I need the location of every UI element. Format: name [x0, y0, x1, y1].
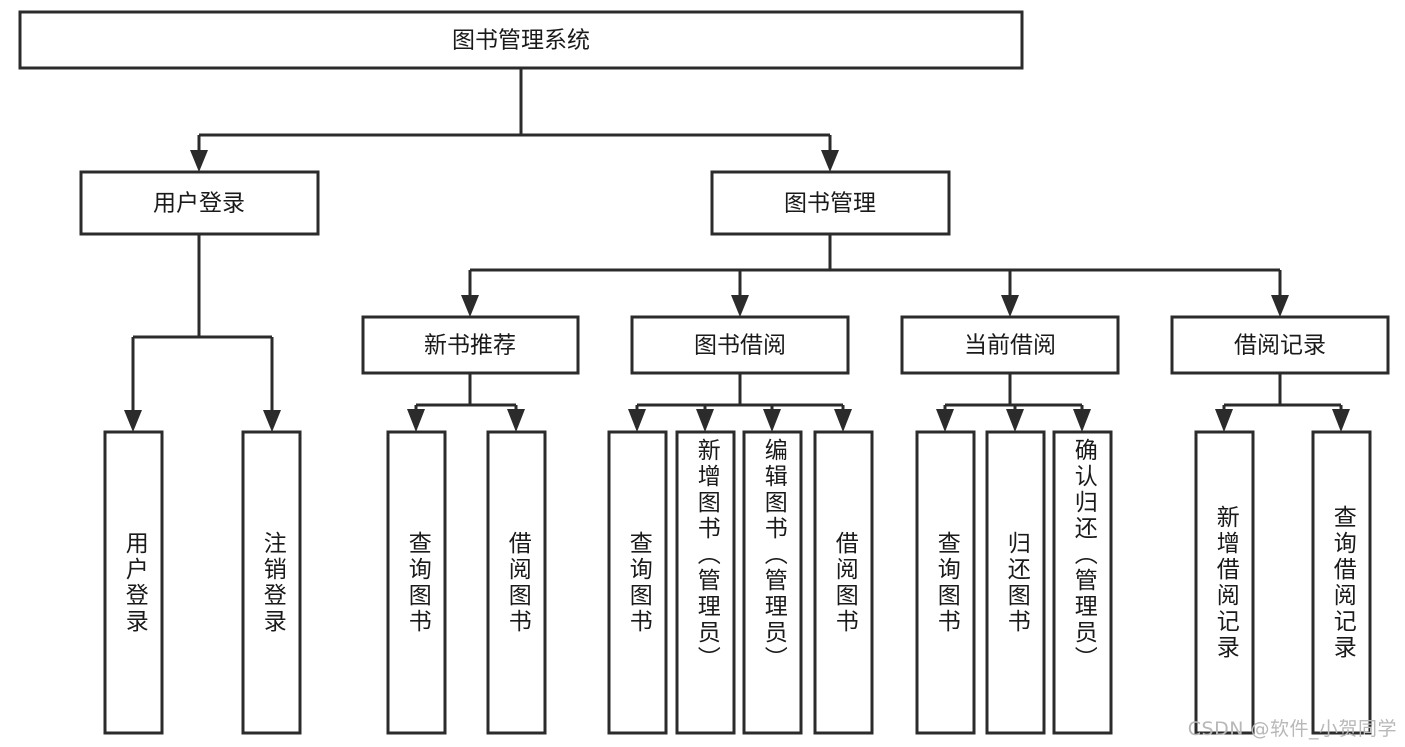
arrow-head-leaf-user-login-0 [124, 410, 142, 432]
arrow-head-leaf-new-book-1 [507, 409, 525, 432]
connector-root-to-level1 [190, 68, 839, 172]
csdn-watermark: CSDN @软件_小贺同学 [1187, 718, 1397, 740]
node-user-login-box[interactable] [79, 170, 320, 236]
leaf-box-user-login-1[interactable] [241, 430, 302, 735]
arrow-head-leaf-book-borrow-1 [696, 409, 714, 432]
leaf-box-current-borrow-1[interactable] [985, 430, 1046, 735]
leaf-box-new-book-recommend-0[interactable] [386, 430, 447, 735]
node-book-manage-box[interactable] [710, 170, 951, 236]
arrow-head-book-manage [821, 150, 839, 172]
arrow-head-user-login [190, 150, 208, 172]
arrow-head-leaf-new-book-0 [407, 409, 425, 432]
leaf-box-current-borrow-2[interactable] [1052, 430, 1113, 735]
node-current-borrow[interactable]: 当前借阅 [900, 315, 1120, 375]
leaf-box-book-borrow-1[interactable] [675, 430, 736, 735]
connector-current-borrow-to-leaves [936, 373, 1091, 432]
connector-book-manage-to-level2 [461, 234, 1289, 317]
arrow-head-leaf-current-borrow-0 [936, 409, 954, 432]
leaf-box-current-borrow-0[interactable] [915, 430, 976, 735]
arrow-head-leaf-user-login-1 [263, 410, 281, 432]
leaf-box-borrow-record-0[interactable] [1194, 430, 1255, 735]
node-new-book-recommend-label: 新书推荐 [424, 333, 516, 359]
node-borrow-record-label: 借阅记录 [1234, 333, 1326, 359]
arrow-head-leaf-current-borrow-2 [1073, 409, 1091, 432]
node-root-box[interactable] [18, 10, 1024, 70]
node-book-manage-label: 图书管理 [784, 191, 876, 217]
connector-new-book-recommend-to-leaves [407, 373, 525, 432]
leaf-box-book-borrow-0[interactable] [607, 430, 668, 735]
arrow-head-leaf-borrow-record-0 [1215, 409, 1233, 432]
connector-user-login-to-leaves [124, 234, 281, 432]
connector-borrow-record-to-leaves [1215, 373, 1350, 432]
node-book-borrow-label: 图书借阅 [694, 333, 786, 359]
arrow-head-leaf-book-borrow-2 [763, 409, 781, 432]
arrow-head-leaf-current-borrow-1 [1006, 409, 1024, 432]
node-root[interactable]: 图书管理系统 [18, 10, 1024, 70]
node-user-login-label: 用户登录 [153, 191, 245, 217]
node-current-borrow-label: 当前借阅 [964, 333, 1056, 359]
arrow-head-leaf-book-borrow-3 [834, 409, 852, 432]
arrow-head-leaf-book-borrow-0 [628, 409, 646, 432]
leaf-box-user-login-0[interactable] [103, 430, 164, 735]
leaf-box-new-book-recommend-1[interactable] [486, 430, 547, 735]
leaf-box-book-borrow-2[interactable] [742, 430, 803, 735]
arrow-head-new-book-recommend [461, 295, 479, 317]
node-current-borrow-box[interactable] [900, 315, 1120, 375]
node-borrow-record-box[interactable] [1170, 315, 1390, 375]
node-user-login[interactable]: 用户登录 [79, 170, 320, 236]
leaf-box-borrow-record-1[interactable] [1311, 430, 1372, 735]
arrow-head-book-borrow [731, 295, 749, 317]
arrow-head-leaf-borrow-record-1 [1332, 409, 1350, 432]
leaf-box-book-borrow-3[interactable] [813, 430, 874, 735]
node-book-borrow-box[interactable] [630, 315, 850, 375]
arrow-head-borrow-record [1271, 295, 1289, 317]
node-borrow-record[interactable]: 借阅记录 [1170, 315, 1390, 375]
node-root-label: 图书管理系统 [452, 28, 590, 54]
node-new-book-recommend-box[interactable] [361, 315, 580, 375]
connector-book-borrow-to-leaves [628, 373, 852, 432]
node-new-book-recommend[interactable]: 新书推荐 [361, 315, 580, 375]
node-book-borrow[interactable]: 图书借阅 [630, 315, 850, 375]
arrow-head-current-borrow [1001, 295, 1019, 317]
node-book-manage[interactable]: 图书管理 [710, 170, 951, 236]
